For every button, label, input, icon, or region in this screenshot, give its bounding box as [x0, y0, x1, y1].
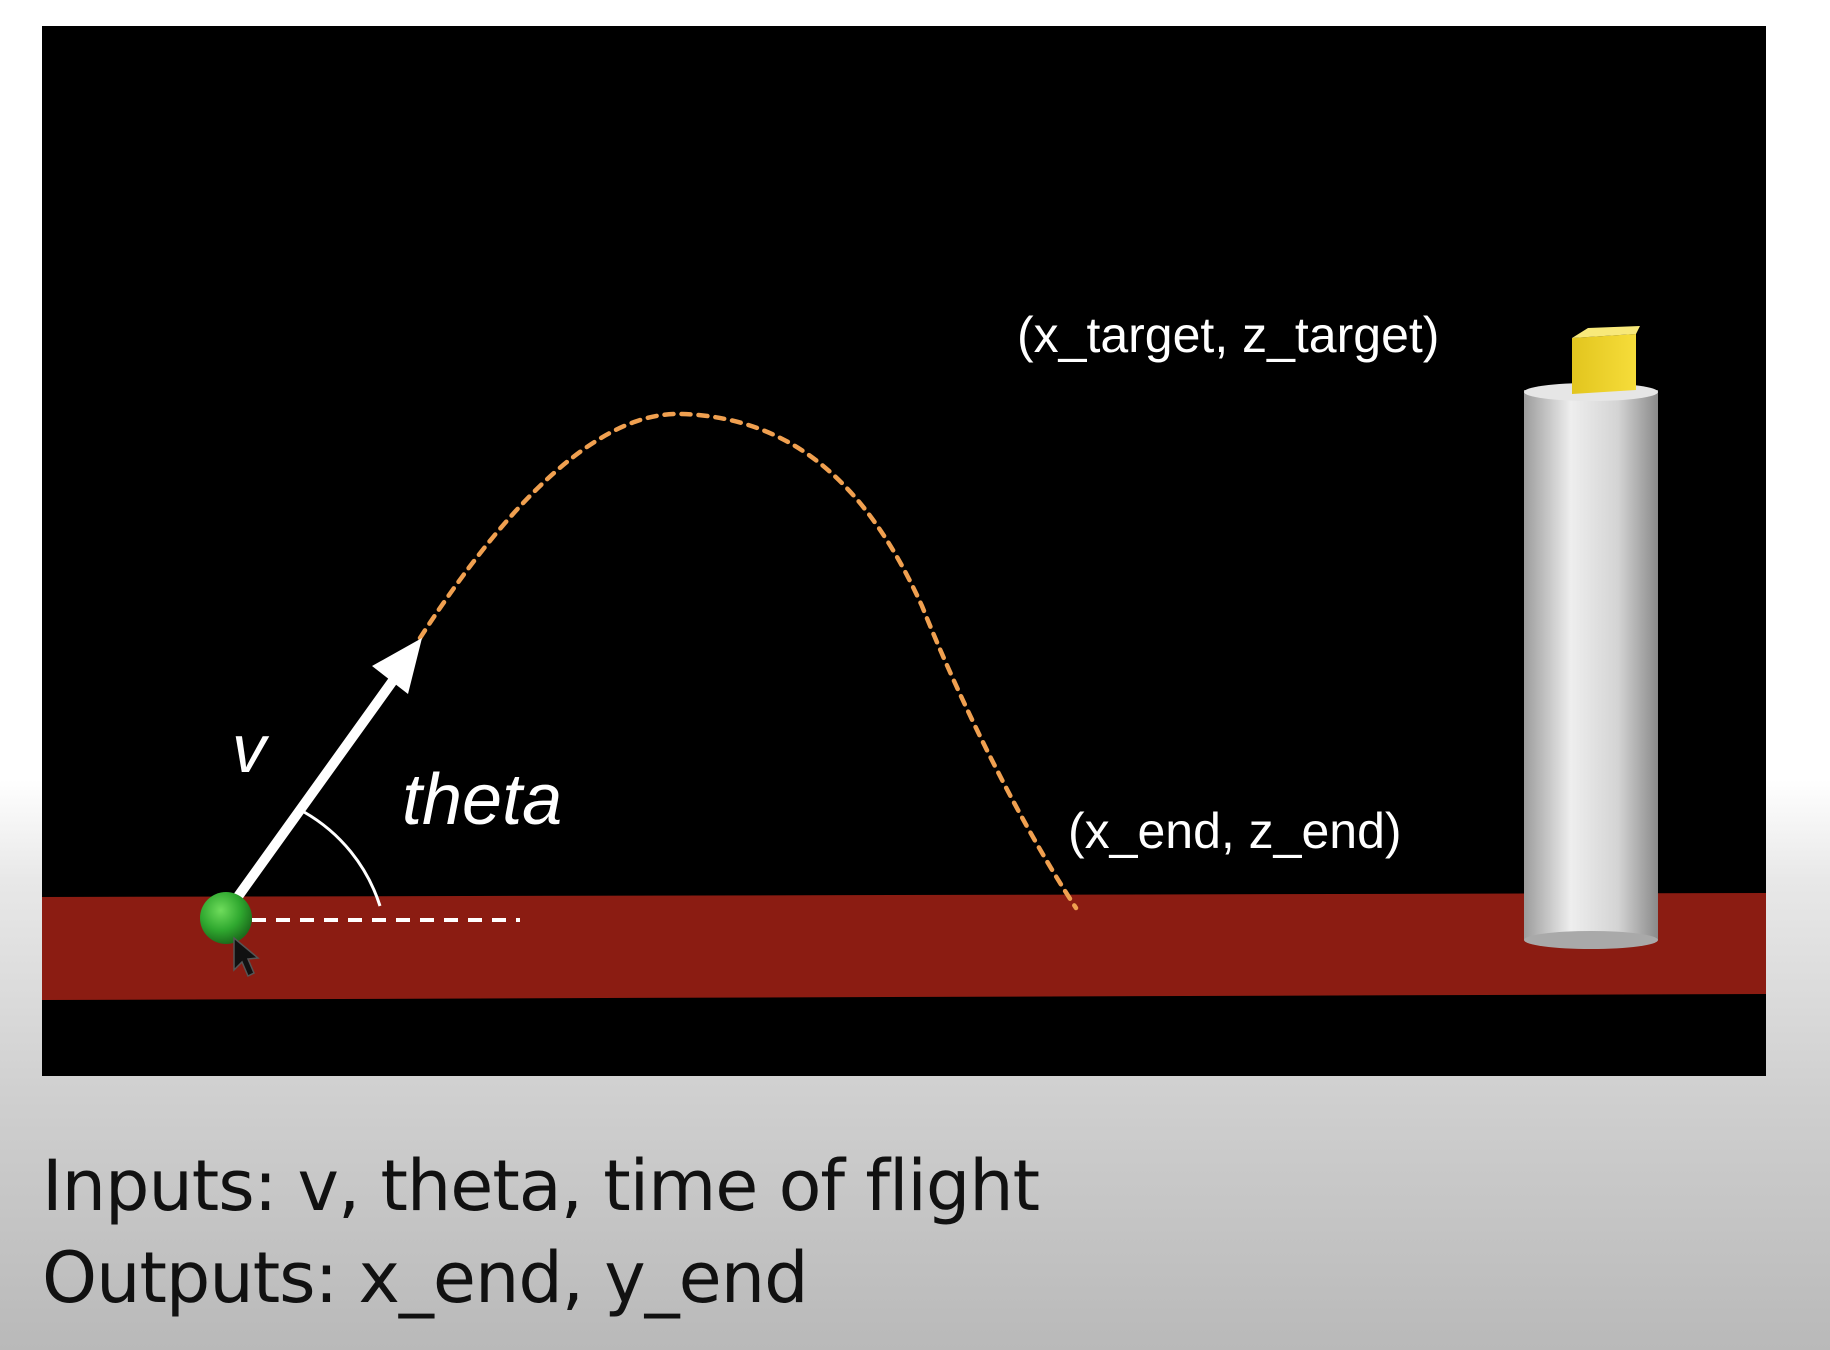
cylinder-tower-base	[1524, 931, 1658, 949]
scene-canvas: v theta (x_end, z_end) (x_target, z_targ…	[42, 307, 1766, 1000]
io-caption: Inputs: v, theta, time of flight Outputs…	[42, 1140, 1782, 1324]
outputs-line: Outputs: x_end, y_end	[42, 1237, 809, 1319]
inputs-line: Inputs: v, theta, time of flight	[42, 1145, 1040, 1227]
velocity-arrow-head	[372, 638, 422, 694]
velocity-arrow-shaft	[219, 663, 407, 921]
theta-label: theta	[402, 760, 562, 840]
projectile-ball	[200, 892, 252, 944]
target-cube-top	[1572, 326, 1640, 338]
simulation-scene: v theta (x_end, z_end) (x_target, z_targ…	[42, 26, 1766, 1076]
end-point-label: (x_end, z_end)	[1068, 803, 1402, 859]
velocity-label: v	[232, 711, 270, 787]
target-cube-side	[1572, 334, 1636, 394]
theta-arc	[303, 810, 382, 907]
ground-strip	[42, 893, 1766, 1000]
cylinder-tower	[1524, 390, 1658, 940]
trajectory-path	[417, 411, 1079, 911]
target-point-label: (x_target, z_target)	[1017, 307, 1439, 363]
mouse-pointer-icon	[233, 936, 260, 978]
